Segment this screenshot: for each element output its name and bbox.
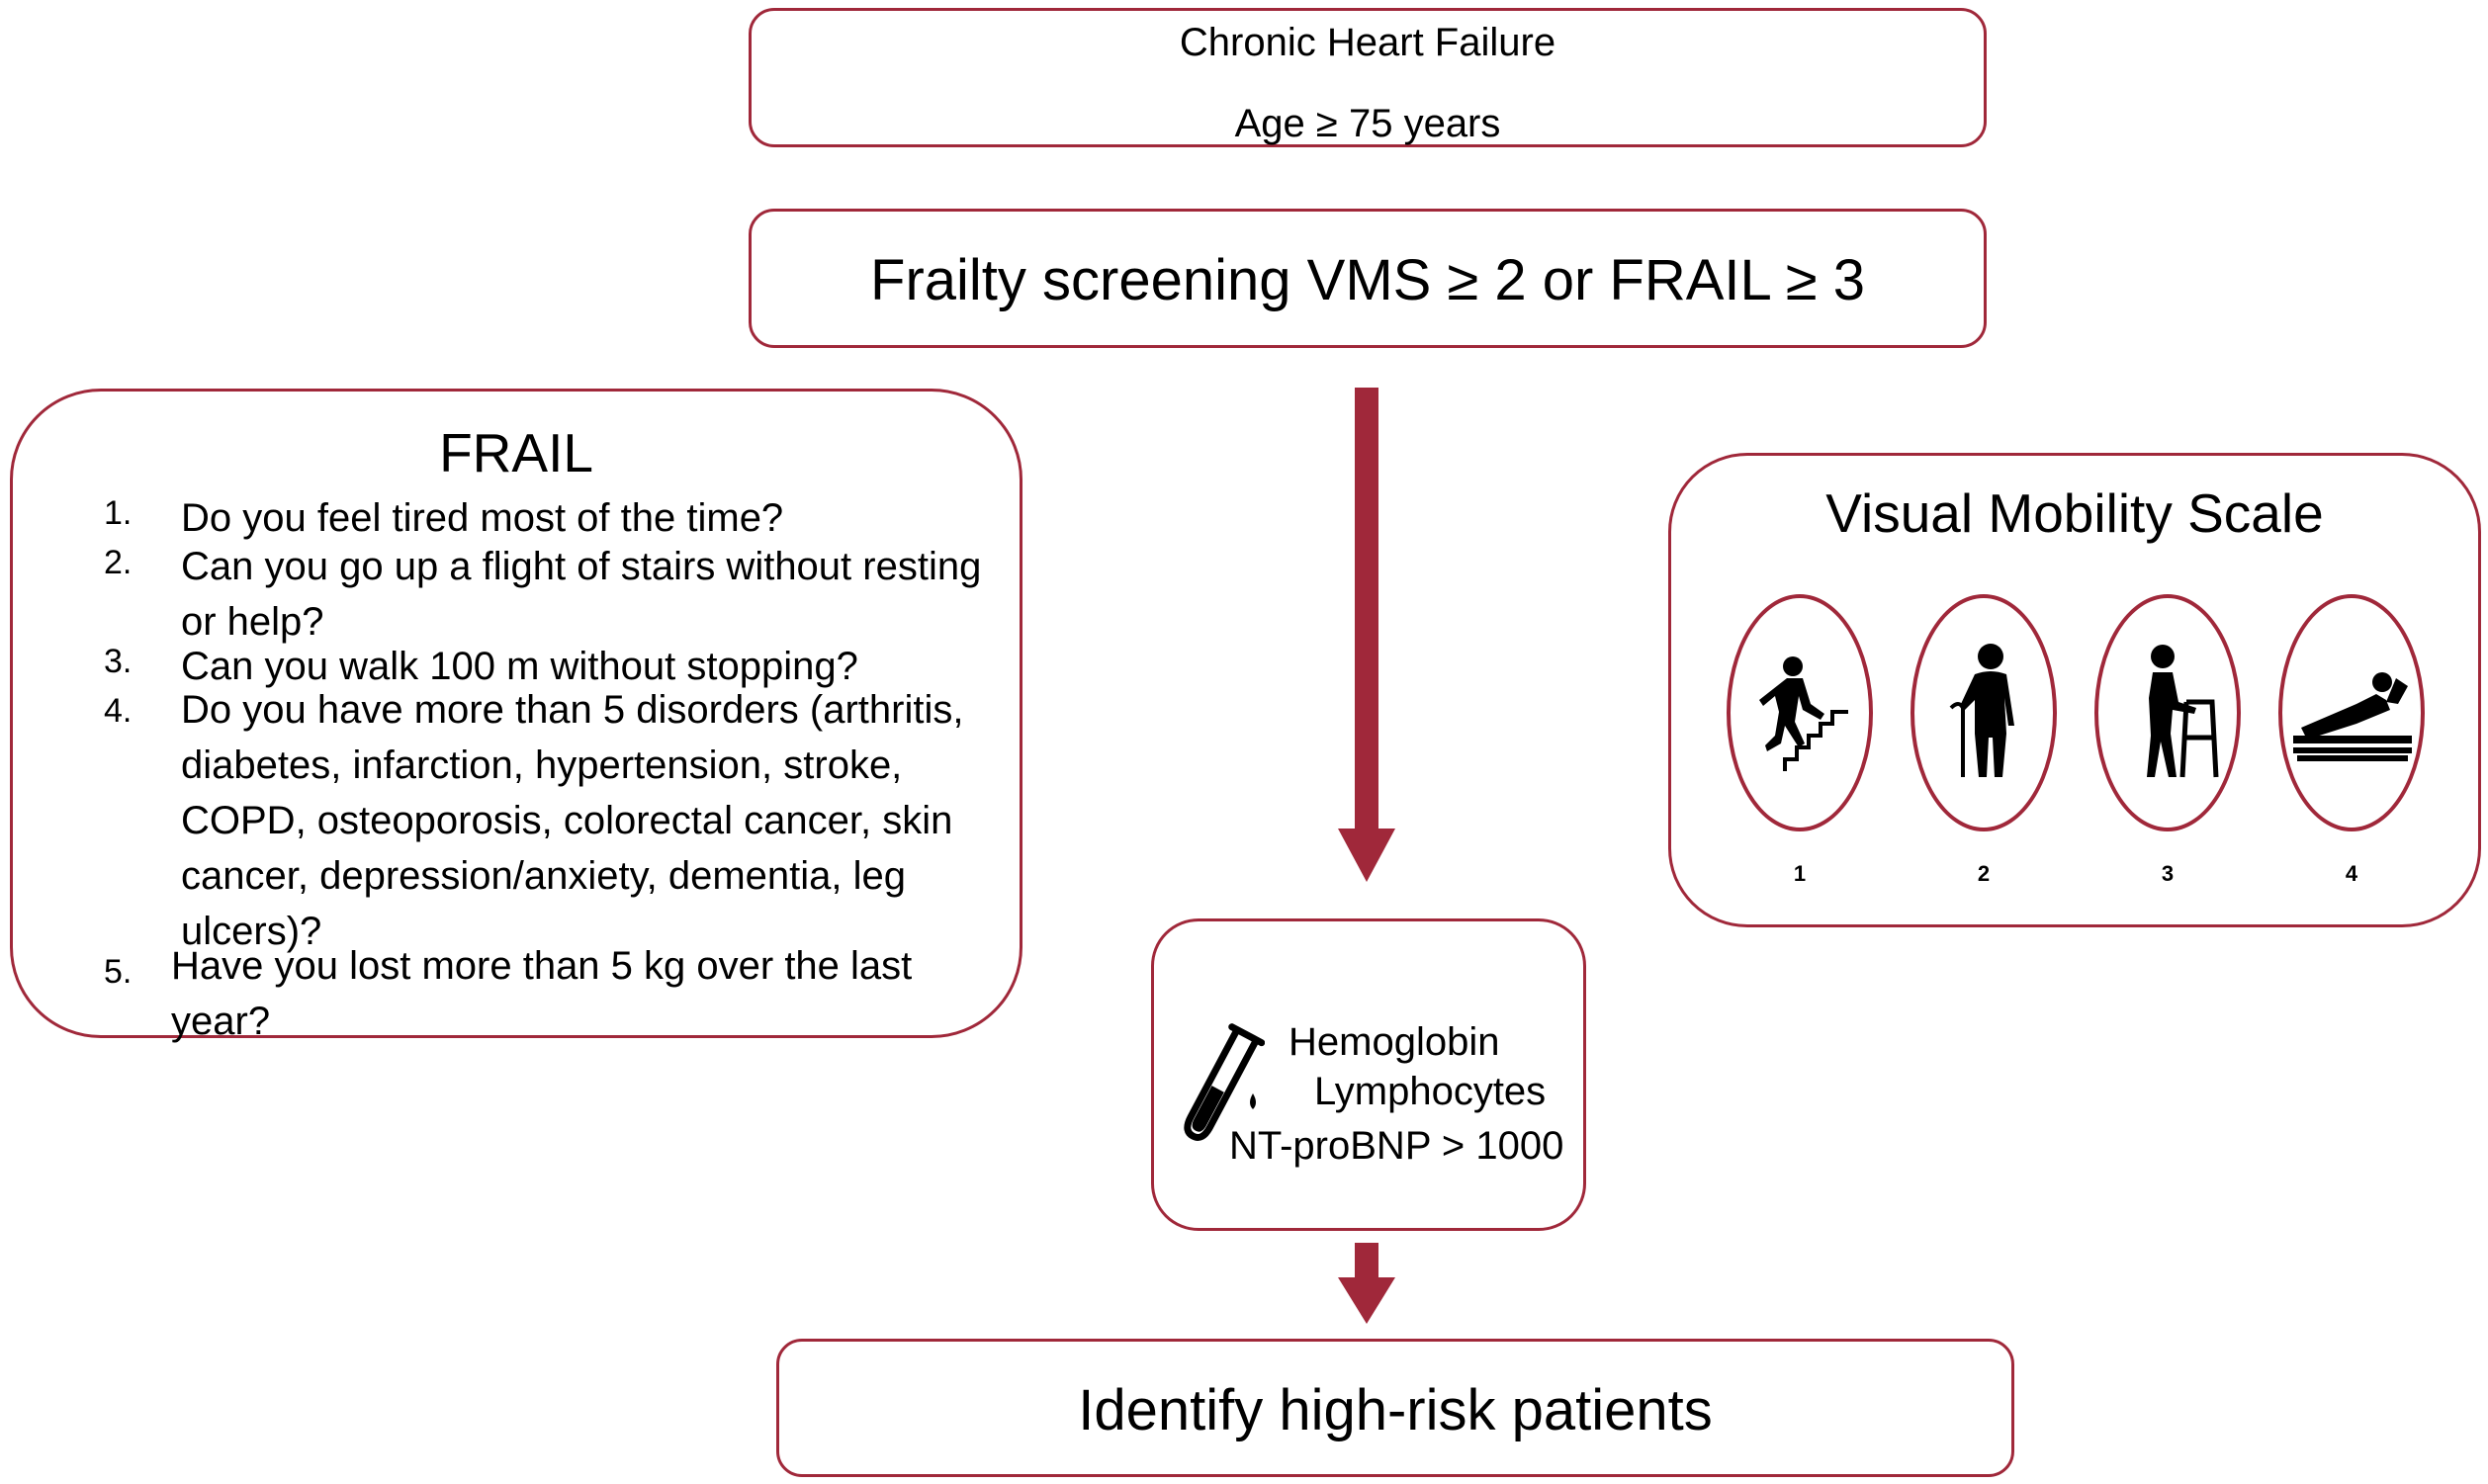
frail-questionnaire-box: FRAIL 1. Do you feel tired most of the t… bbox=[10, 389, 1022, 1043]
frail-item-4: Do you have more than 5 disorders (arthr… bbox=[181, 682, 963, 959]
inclusion-criteria-box: Chronic Heart Failure Age ≥ 75 years bbox=[749, 8, 1987, 147]
vms-level-number: 3 bbox=[2161, 861, 2175, 886]
criteria-condition: Chronic Heart Failure bbox=[1179, 21, 1556, 64]
vms-level-number: 1 bbox=[1793, 861, 1807, 886]
marker-nt-probnp: NT-proBNP > 1000 bbox=[1229, 1124, 1564, 1168]
marker-hemoglobin: Hemoglobin bbox=[1288, 1020, 1500, 1064]
frailty-screening-box: Frailty screening VMS ≥ 2 or FRAIL ≥ 3 bbox=[749, 209, 1987, 348]
frail-item-number: 4. bbox=[104, 692, 133, 730]
frail-item-number: 3. bbox=[104, 643, 133, 680]
vms-level-4 bbox=[2278, 594, 2425, 831]
frail-item-1: Do you feel tired most of the time? bbox=[181, 490, 783, 546]
marker-lymphocytes: Lymphocytes bbox=[1314, 1070, 1547, 1113]
outcome-label: Identify high-risk patients bbox=[1078, 1378, 1713, 1442]
frail-item-text: or help? bbox=[181, 600, 324, 644]
person-with-walker-icon bbox=[2147, 645, 2219, 778]
vms-level-1 bbox=[1727, 594, 1873, 831]
arrow-blood-to-outcome bbox=[1338, 1243, 1395, 1324]
frail-item-2: Can you go up a flight of stairs without… bbox=[181, 539, 981, 650]
frail-item-text: diabetes, infarction, hypertension, stro… bbox=[181, 743, 903, 787]
frail-item-text: ulcers)? bbox=[181, 910, 322, 953]
frail-item-3: Can you walk 100 m without stopping? bbox=[181, 639, 858, 694]
frail-item-number: 5. bbox=[104, 953, 133, 991]
frail-item-5: Have you lost more than 5 kg over the la… bbox=[171, 938, 1020, 1049]
frail-item-text: Have you lost more than 5 kg over the la… bbox=[171, 944, 913, 1043]
criteria-age: Age ≥ 75 years bbox=[1234, 102, 1501, 145]
frail-item-text: cancer, depression/anxiety, dementia, le… bbox=[181, 854, 907, 898]
person-climbing-stairs-icon bbox=[1759, 656, 1848, 771]
frail-item-text: COPD, osteoporosis, colorectal cancer, s… bbox=[181, 799, 953, 842]
outcome-box: Identify high-risk patients bbox=[776, 1339, 2014, 1477]
arrow-screening-to-blood bbox=[1338, 388, 1395, 882]
vms-level-number: 4 bbox=[2345, 861, 2358, 886]
screening-label: Frailty screening VMS ≥ 2 or FRAIL ≥ 3 bbox=[870, 248, 1865, 312]
visual-mobility-scale-box: Visual Mobility Scale 1 2 bbox=[1668, 453, 2481, 927]
vms-level-2 bbox=[1910, 594, 2057, 831]
elderly-person-with-cane-icon bbox=[1949, 644, 2014, 777]
frail-item-number: 2. bbox=[104, 544, 133, 581]
blood-markers-box: Hemoglobin Lymphocytes NT-proBNP > 1000 bbox=[1151, 918, 1586, 1231]
vms-level-3 bbox=[2094, 594, 2241, 831]
vms-level-number: 2 bbox=[1977, 861, 1991, 886]
vms-title: Visual Mobility Scale bbox=[1825, 482, 2324, 544]
frail-item-text: Do you have more than 5 disorders (arthr… bbox=[181, 688, 964, 732]
person-in-bed-icon bbox=[2293, 672, 2412, 761]
frail-item-text: Do you feel tired most of the time? bbox=[181, 496, 784, 540]
frail-item-number: 1. bbox=[104, 494, 133, 532]
test-tube-icon bbox=[1184, 1023, 1265, 1141]
frail-title: FRAIL bbox=[439, 422, 593, 483]
frail-item-text: Can you go up a flight of stairs without… bbox=[181, 545, 982, 588]
frail-item-text: Can you walk 100 m without stopping? bbox=[181, 645, 858, 688]
